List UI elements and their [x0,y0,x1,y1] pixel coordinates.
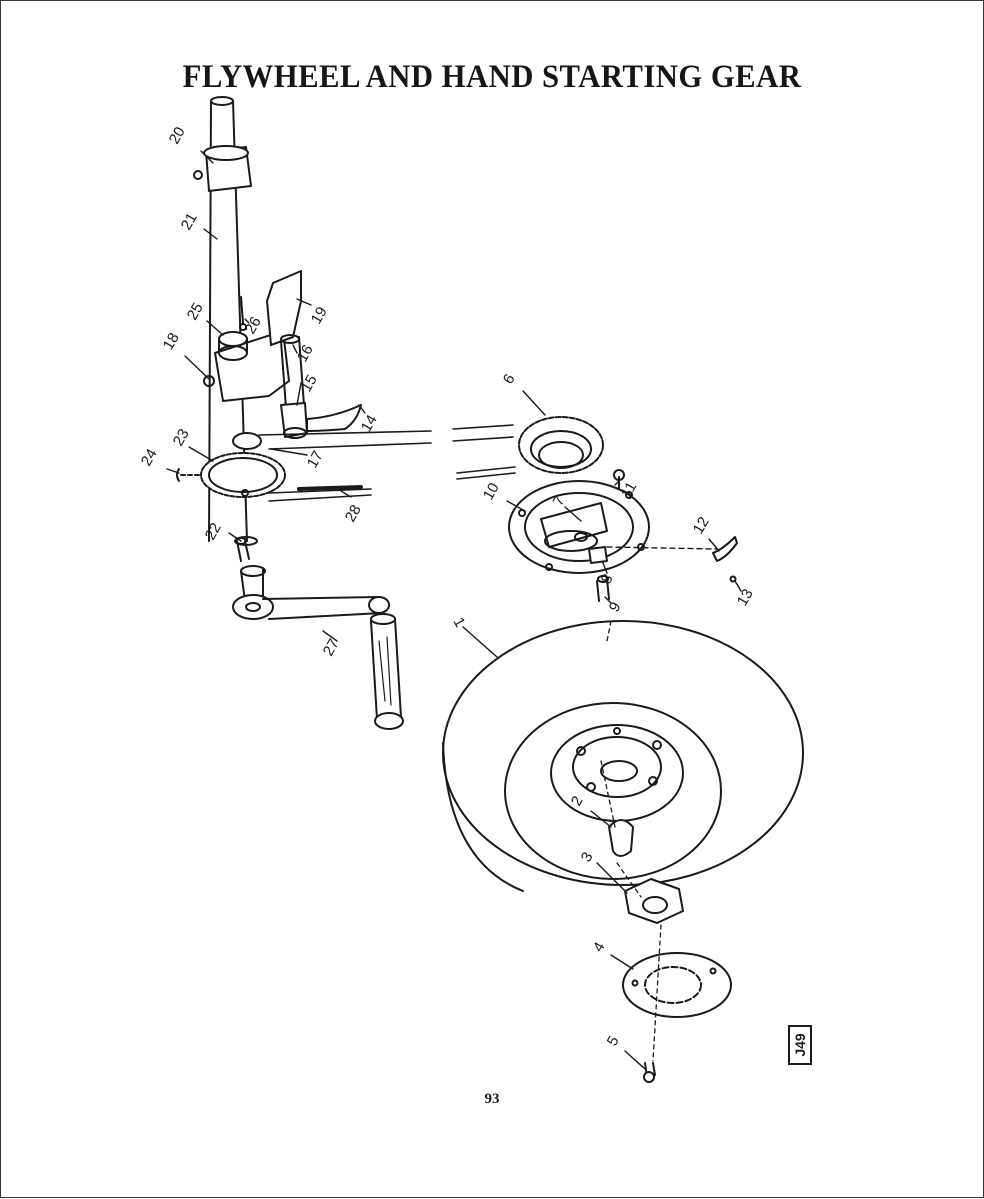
spring-clip [712,536,738,562]
callout-18: 18 [160,330,183,353]
plate-code: J49 [792,1033,808,1057]
callout-19: 19 [308,304,331,327]
callout-28: 28 [342,502,365,525]
page-number: 93 [484,1091,500,1107]
pin [235,537,250,562]
sprocket-pin [176,468,202,482]
ratchet-pawl [588,546,608,564]
shaft-nut [280,402,308,439]
callout-15: 15 [298,372,321,395]
drive-sprocket [200,452,286,498]
callout-16: 16 [294,342,317,365]
callout-4: 4 [590,939,609,955]
callout-11: 11 [618,479,641,501]
callout-1: 1 [450,615,469,631]
spacer [232,432,262,450]
collar-screw [239,296,247,331]
callout-5: 5 [604,1033,623,1049]
callout-25: 25 [184,300,207,323]
callout-13: 13 [734,586,757,609]
screw [613,469,625,490]
callout-10: 10 [480,480,503,503]
flywheel-nut [624,878,684,924]
sprocket [518,416,604,474]
shaft-collar [193,145,252,192]
callout-14: 14 [358,412,381,435]
callout-21: 21 [178,210,201,233]
guide-plate [266,270,302,346]
callout-23: 23 [170,426,193,449]
flywheel-key [608,819,634,857]
ratchet-housing [508,480,650,574]
callout-17: 17 [304,448,327,471]
bolt [643,1062,656,1083]
callout-22: 22 [202,520,225,543]
rivet [729,575,737,583]
callout-24: 24 [138,446,161,469]
plate-code-box: J49 [788,1025,812,1065]
chain-guard [306,404,362,432]
page-title: FLYWHEEL AND HAND STARTING GEAR [182,59,802,95]
callout-6: 6 [500,371,519,387]
callout-27: 27 [320,636,343,659]
dowel [596,575,610,602]
callout-20: 20 [166,124,189,147]
collar [218,331,248,361]
flywheel [442,620,804,892]
ratchet-plate [540,502,608,552]
callout-9: 9 [606,599,625,615]
starting-handle [232,565,404,730]
lock-washer [622,952,732,1018]
callout-12: 12 [690,514,713,537]
chain [258,424,516,502]
callout-26: 26 [242,314,265,337]
